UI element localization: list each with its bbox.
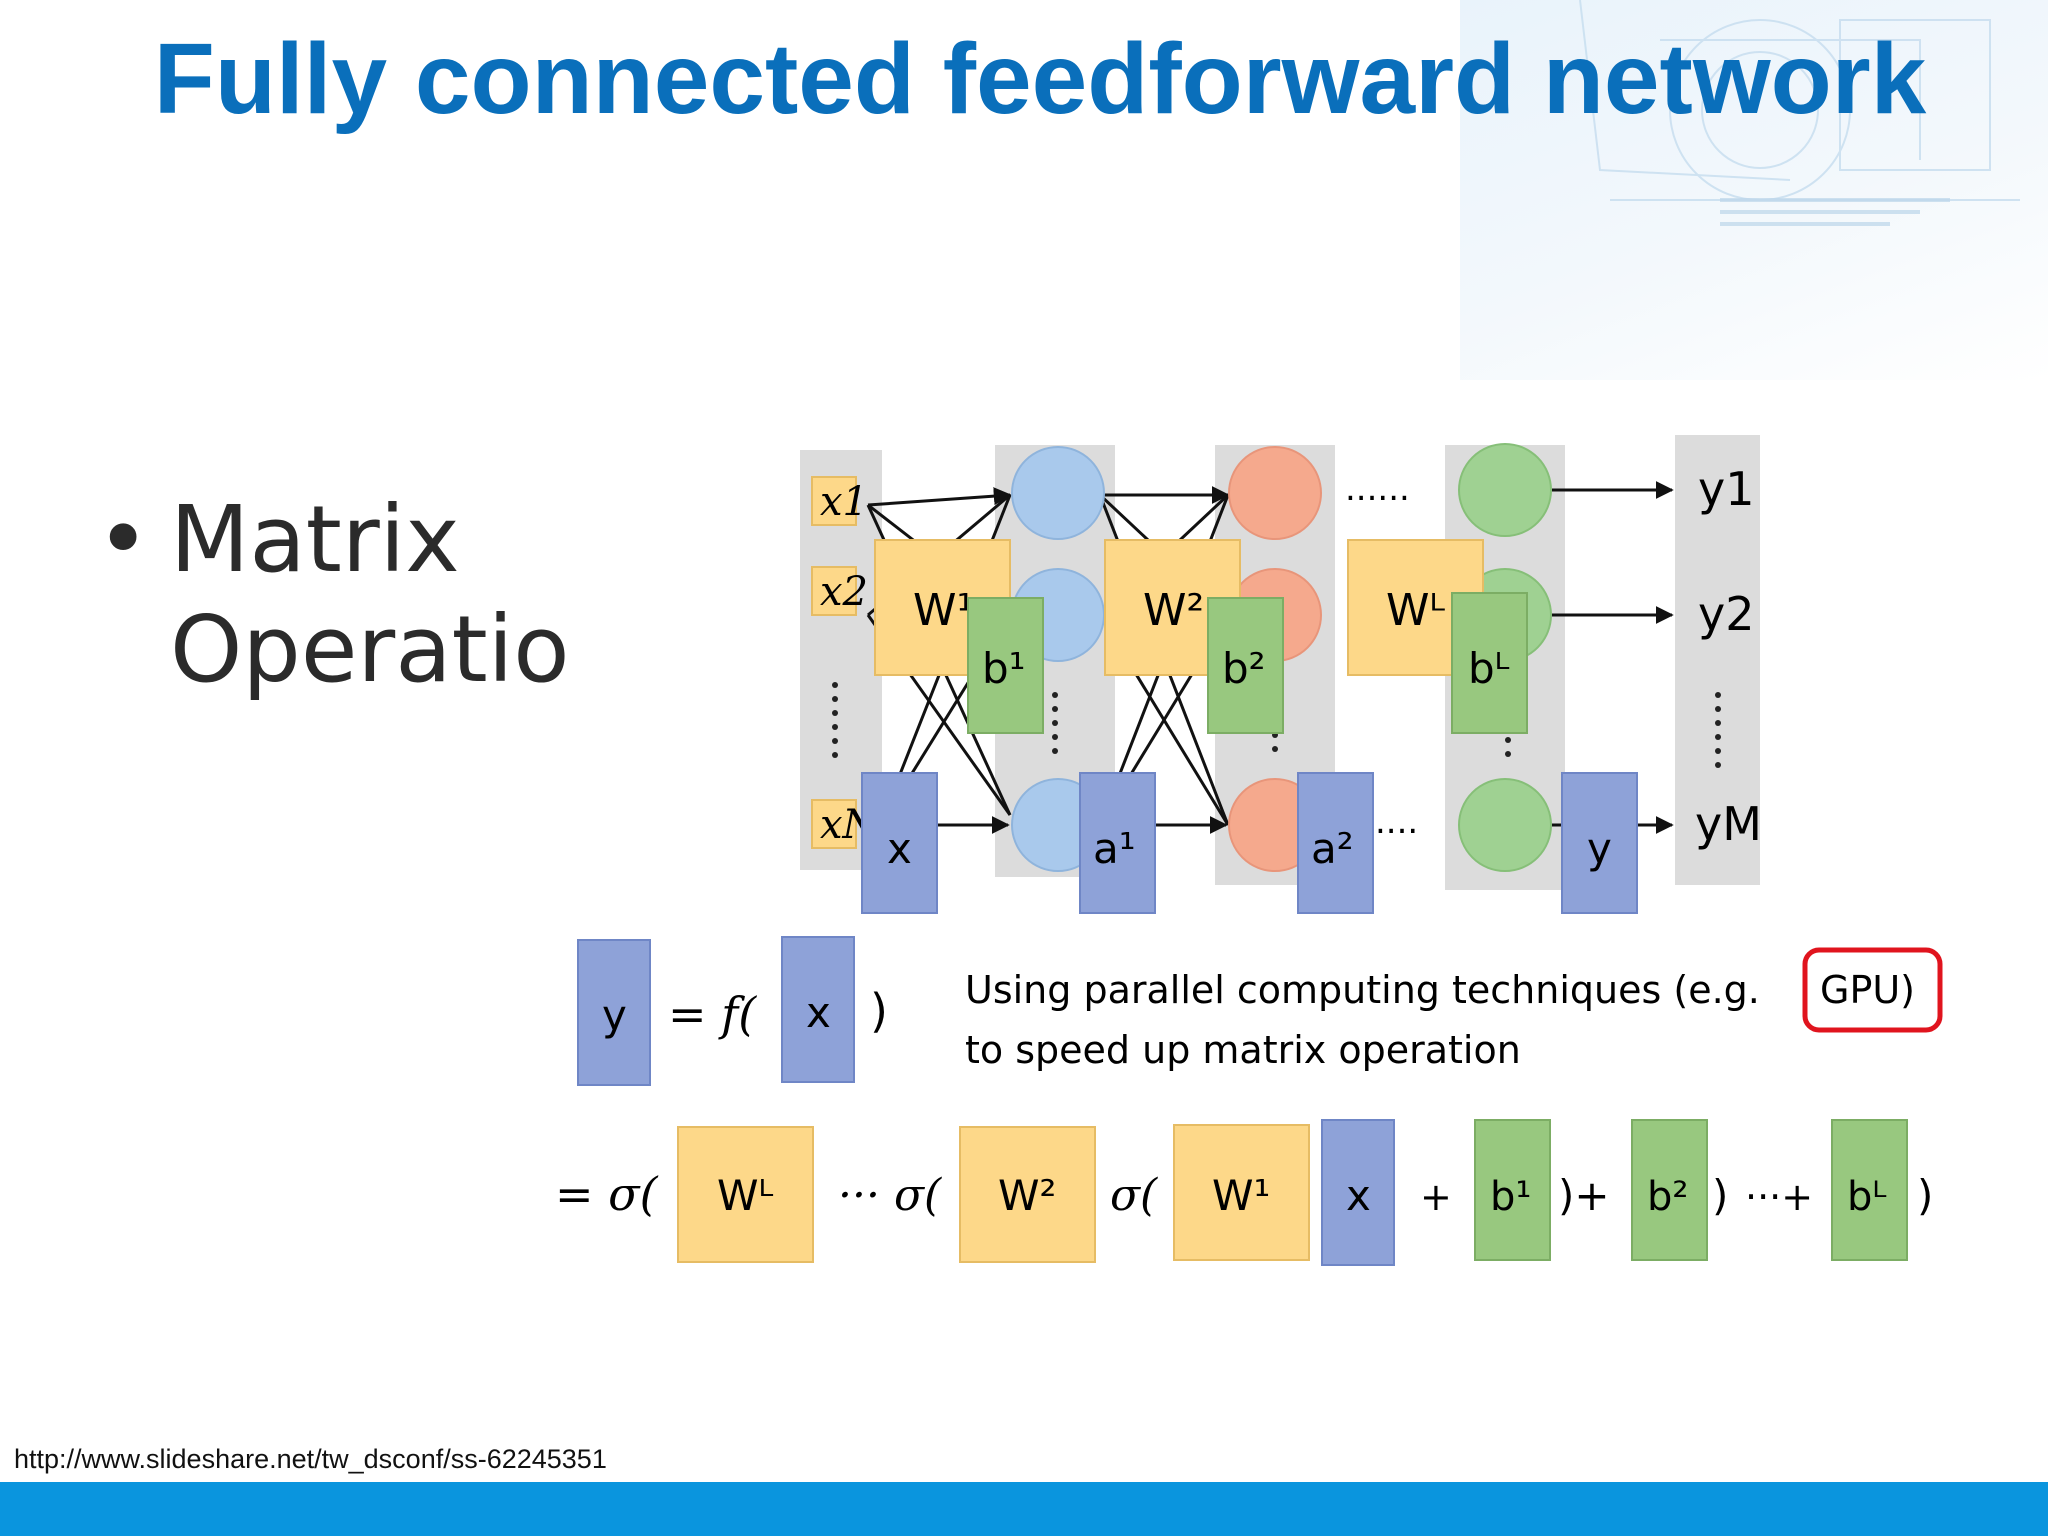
eq1-arg: x — [806, 988, 831, 1037]
network-diagram: x1 x2 xN ...... W¹ W² Wᴸ b¹ b² bᴸ x a¹ — [555, 435, 1943, 1266]
eq2-close-1: )+ — [1558, 1171, 1610, 1220]
vector-a2: a² — [1311, 824, 1354, 873]
source-link[interactable]: http://www.slideshare.net/tw_dsconf/ss-6… — [14, 1444, 607, 1474]
eq2-plus: + — [1420, 1175, 1452, 1219]
bullet-text: Matrix Operatio — [170, 486, 570, 703]
eq2-b2: b² — [1647, 1174, 1688, 1220]
eq1-close: ) — [870, 984, 888, 1038]
background-decoration — [1460, 0, 2048, 380]
trail-dots: .... — [1375, 802, 1418, 842]
gpu-highlight — [1802, 947, 1943, 1033]
note-gpu: GPU) — [1820, 968, 1915, 1012]
eq2-W1: W¹ — [1212, 1171, 1270, 1220]
note-line-1: Using parallel computing techniques (e.g… — [965, 968, 1760, 1012]
eq2-sigma-2: ··· σ( — [838, 1170, 942, 1221]
output-labels: y1 y2 yM — [1695, 462, 1762, 851]
eq1-eq: = f( — [668, 987, 757, 1041]
footer-bar — [0, 1482, 2048, 1536]
vector-boxes: x a¹ a² y — [861, 772, 1638, 914]
weight-label-L: Wᴸ — [1386, 585, 1446, 636]
slide-title: Fully connected feedforward network — [153, 23, 1927, 135]
input-x2: x2 — [820, 569, 868, 615]
vector-y: y — [1587, 824, 1612, 873]
weight-boxes: W¹ W² Wᴸ — [874, 539, 1484, 676]
vector-a1: a¹ — [1093, 824, 1136, 873]
bias-label-2: b² — [1222, 644, 1266, 693]
eq2-x: x — [1346, 1171, 1371, 1220]
bias-label-L: bᴸ — [1468, 644, 1510, 693]
input-x1: x1 — [820, 479, 868, 525]
bias-label-1: b¹ — [982, 644, 1026, 693]
eq2-W2: W² — [998, 1171, 1056, 1220]
output-y1: y1 — [1698, 462, 1755, 516]
eq2-ellipsis-plus: ···+ — [1745, 1175, 1813, 1219]
eq2-bL: bᴸ — [1847, 1174, 1886, 1220]
eq2-close-2: ) — [1712, 1171, 1728, 1220]
eq1-lhs: y — [602, 991, 627, 1040]
weight-label-1: W¹ — [913, 585, 974, 636]
output-yM: yM — [1695, 797, 1762, 851]
eq2-b1: b¹ — [1490, 1174, 1531, 1220]
eq2-close-3: ) — [1917, 1171, 1933, 1220]
eq2-prefix: = σ( — [555, 1167, 659, 1221]
layer-dots: ...... — [1345, 469, 1410, 509]
output-y2: y2 — [1698, 587, 1755, 641]
equation-2: = σ( Wᴸ ··· σ( W² σ( W¹ x + b¹ )+ b² ) ·… — [555, 1119, 1933, 1266]
bullet-marker: • — [96, 486, 151, 593]
equation-1: y = f( x ) — [577, 936, 888, 1086]
note-line-2: to speed up matrix operation — [965, 1028, 1521, 1072]
vertical-ellipsis — [832, 682, 1721, 768]
bias-boxes: b¹ b² bᴸ — [967, 592, 1528, 734]
vector-x: x — [887, 824, 912, 873]
gpu-note: Using parallel computing techniques (e.g… — [965, 947, 1943, 1072]
output-layer — [1458, 443, 1552, 872]
weight-label-2: W² — [1143, 585, 1204, 636]
eq2-WL: Wᴸ — [717, 1171, 774, 1220]
eq2-sigma-1: σ( — [1110, 1170, 1158, 1221]
